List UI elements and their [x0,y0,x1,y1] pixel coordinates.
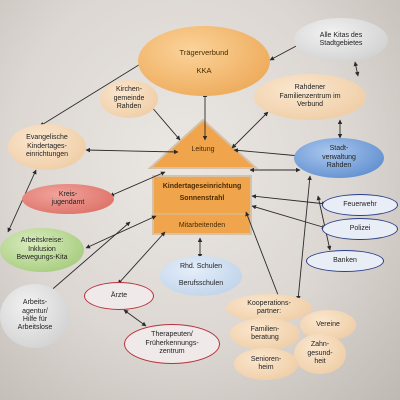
connection-arrow-13 [251,204,327,230]
node-zahngesundheit: Zahn- gesund- heit [294,334,346,374]
node-arbeitskreise: Arbeitskreise: Inklusion Bewegungs-Kita [0,228,84,272]
house-mitarbeitende: Mitarbeitenden [178,222,226,229]
connection-arrow-5 [149,104,181,141]
node-familienberatung: Familien- beratung [230,318,300,350]
node-stadtverwaltung: Stadt- verwaltung Rahden [294,138,384,178]
node-kooperation: Kooperations- partner: [226,294,312,322]
connection-arrow-20 [123,309,147,327]
connection-arrow-18 [245,211,281,301]
connection-arrow-12 [251,194,327,206]
connection-arrow-14 [85,215,157,249]
node-alle-kitas: Alle Kitas des Stadtgebietes [294,18,388,62]
node-kirchengemeinde: Kirchen- gemeinde Rahden [100,80,158,118]
house-title-line2: Sonnenstrahl [179,195,225,202]
house-shape [147,118,259,235]
connection-arrow-19 [39,221,131,301]
node-traegerverbund: Trägerverbund KKA [138,26,270,96]
node-kreisjugendamt: Kreis- jugendamt [22,184,114,214]
house-roof [147,118,259,169]
node-evangelische: Evangelische Kindertages- einrichtungen [8,124,86,170]
node-aerzte: Ärzte [84,282,154,310]
node-familienzentrum: Rahdener Familienzentrum im Verbund [254,74,366,120]
connection-arrow-4 [353,61,360,77]
connection-arrow-6 [231,111,269,149]
node-banken: Banken [306,250,384,272]
node-arbeitsagentur: Arbeits- agentur/ Hilfe für Arbeitslose [0,284,70,348]
connection-arrow-3 [269,43,301,61]
node-feuerwehr: Feuerwehr [322,194,398,216]
connection-arrow-10 [109,171,166,197]
connection-arrow-21 [117,231,166,285]
node-schulen: Rhd. Schulen Berufsschulen [160,256,242,296]
house-title-line1: Kindertageseinrichtung [162,183,242,190]
node-seniorenheim: Senioren- heim [234,348,298,380]
house-leitung: Leitung [191,146,215,153]
connection-arrow-16 [296,175,312,301]
connection-arrow-22 [316,195,332,251]
node-therapeuten: Therapeuten/ Früherkennungs- zentrum [124,324,220,364]
connection-arrow-1 [39,57,151,127]
node-polizei: Polizei [322,218,398,240]
connection-arrow-7 [85,147,179,155]
connection-arrow-8 [233,148,301,158]
house-body [152,175,252,235]
